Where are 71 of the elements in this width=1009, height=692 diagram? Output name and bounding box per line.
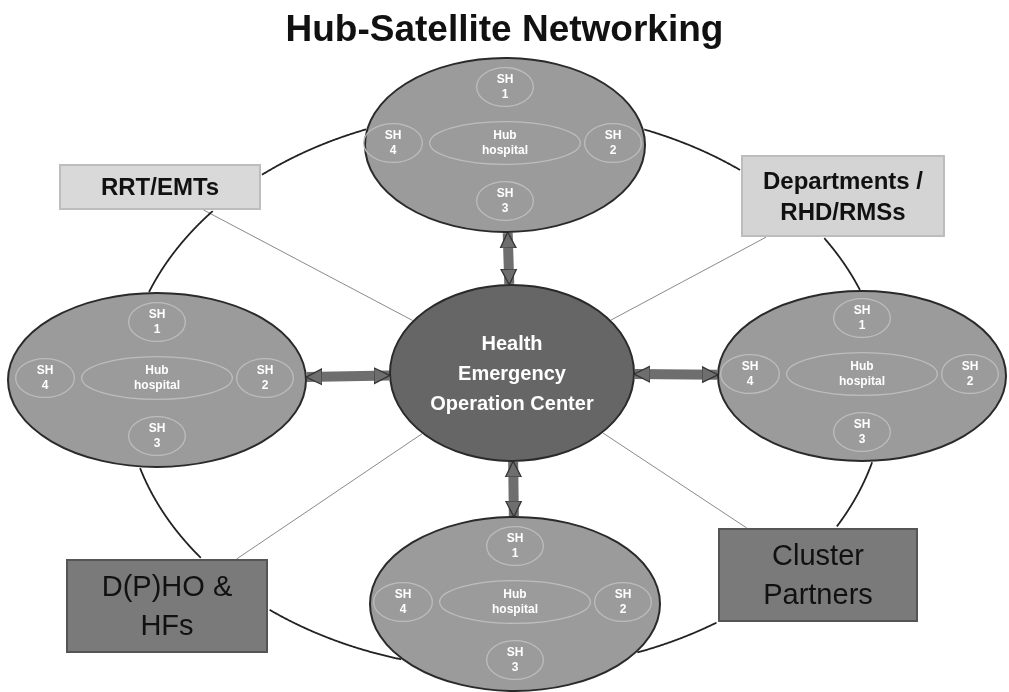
cluster-ellipse xyxy=(369,516,661,692)
satellite-ellipse xyxy=(833,298,891,338)
satellite-ellipse xyxy=(486,640,544,680)
node-label: SH 1 xyxy=(505,531,525,561)
satellite-ellipse xyxy=(128,302,186,342)
node-label: SH 1 xyxy=(495,72,515,102)
satellite-ellipse xyxy=(594,582,652,622)
connector-line xyxy=(236,433,423,560)
ring-arc xyxy=(835,461,873,528)
ring-arc xyxy=(148,210,214,293)
node-label: Health Emergency Operation Center xyxy=(429,331,595,416)
node-label: SH 1 xyxy=(852,303,872,333)
ring-arc xyxy=(636,621,718,654)
node-label: Hub hospital xyxy=(838,359,886,389)
hub-ellipse xyxy=(786,352,938,396)
label-box xyxy=(66,559,268,653)
node-label: Hub hospital xyxy=(133,363,181,393)
satellite-ellipse xyxy=(236,358,294,398)
hub-ellipse xyxy=(429,121,581,165)
connector-line xyxy=(602,432,748,529)
label-box xyxy=(741,155,945,237)
node-label: SH 4 xyxy=(35,363,55,393)
connector-line xyxy=(610,236,767,321)
label-box xyxy=(718,528,918,622)
node-label: SH 2 xyxy=(960,359,980,389)
satellite-ellipse xyxy=(373,582,433,622)
node-label: D(P)HO & HFs xyxy=(100,568,234,643)
double-arrow xyxy=(633,365,719,384)
node-label: SH 1 xyxy=(147,307,167,337)
double-arrow xyxy=(499,231,518,286)
satellite-ellipse xyxy=(363,123,423,163)
center-ellipse xyxy=(389,284,635,462)
node-label: SH 2 xyxy=(603,128,623,158)
node-label: SH 4 xyxy=(393,587,413,617)
node-label: SH 4 xyxy=(740,359,760,389)
ring-arc xyxy=(823,237,861,291)
node-label: SH 3 xyxy=(852,417,872,447)
cluster-ellipse xyxy=(7,292,307,468)
node-label: SH 3 xyxy=(495,186,515,216)
double-arrow xyxy=(504,460,523,518)
node-label: RRT/EMTs xyxy=(100,172,220,203)
satellite-ellipse xyxy=(584,123,642,163)
connector-line xyxy=(203,209,414,321)
node-label: SH 3 xyxy=(147,421,167,451)
ring-arc xyxy=(139,467,202,559)
node-label: SH 2 xyxy=(255,363,275,393)
ring-arc xyxy=(268,608,403,661)
node-label: Hub hospital xyxy=(481,128,529,158)
label-box xyxy=(59,164,261,210)
cluster-ellipse xyxy=(717,290,1007,462)
hub-ellipse xyxy=(439,580,591,624)
node-label: Cluster Partners xyxy=(762,537,874,612)
node-label: SH 2 xyxy=(613,587,633,617)
cluster-ellipse xyxy=(364,57,646,233)
satellite-ellipse xyxy=(15,358,75,398)
node-label: Departments / RHD/RMSs xyxy=(761,165,924,227)
double-arrow xyxy=(305,367,391,386)
node-label: SH 3 xyxy=(505,645,525,675)
satellite-ellipse xyxy=(941,354,999,394)
ring-arc xyxy=(261,128,367,176)
node-label: SH 4 xyxy=(383,128,403,158)
satellite-ellipse xyxy=(128,416,186,456)
node-label: Hub hospital xyxy=(491,587,539,617)
satellite-ellipse xyxy=(476,181,534,221)
satellite-ellipse xyxy=(486,526,544,566)
satellite-ellipse xyxy=(476,67,534,107)
satellite-ellipse xyxy=(720,354,780,394)
satellite-ellipse xyxy=(833,412,891,452)
ring-arc xyxy=(643,128,741,171)
hub-ellipse xyxy=(81,356,233,400)
title: Hub-Satellite Networking xyxy=(284,8,725,50)
